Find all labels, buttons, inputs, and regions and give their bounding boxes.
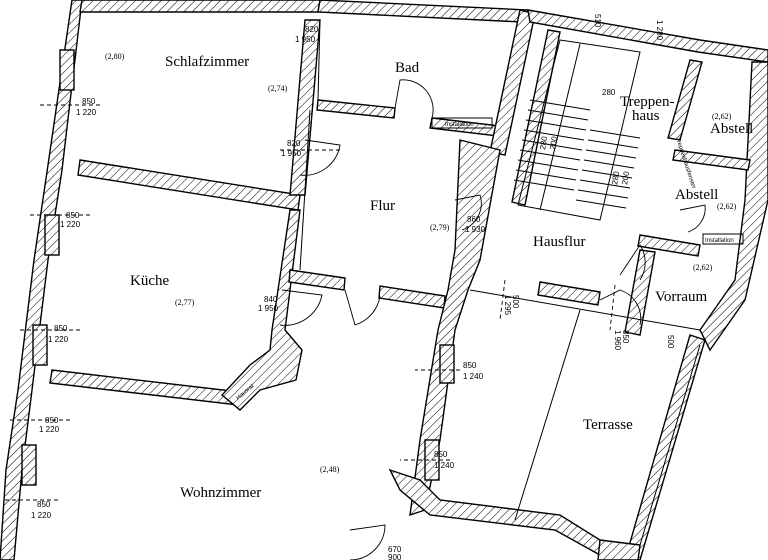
window-dim-h: 1 220	[76, 108, 97, 117]
wall-kueche-wohn	[49, 369, 241, 406]
dim-text: 500	[666, 335, 675, 349]
door-dim-w: 820	[305, 25, 319, 34]
room-label-vorraum: Vorraum	[655, 289, 708, 305]
window-dim-h: 1 240	[434, 461, 455, 470]
height-schlafzimmer-b: (2,74)	[268, 84, 288, 93]
room-label-abstell-1: Abstell	[710, 121, 753, 137]
door-dim-w: 860	[467, 215, 481, 224]
wall-bad-top	[317, 0, 530, 23]
room-label-treppenhaus-1: Treppen-	[620, 94, 674, 110]
window-dim-w: 850	[45, 416, 59, 425]
stair-num: 200	[620, 170, 631, 185]
height-abstell-2: (2,62)	[717, 202, 737, 211]
room-label-flur: Flur	[370, 198, 395, 214]
partitions	[299, 19, 701, 546]
door-dim-w: 840	[264, 295, 278, 304]
door-dim-h: 1 930	[465, 225, 486, 234]
wall-bottom-right	[597, 539, 641, 560]
height-abstell-1: (2,62)	[712, 112, 732, 121]
dim-text: 1 960	[613, 330, 622, 351]
window-dim-h: 1 220	[39, 425, 60, 434]
wall-abstell-1	[667, 59, 703, 141]
room-label-schlafzimmer: Schlafzimmer	[165, 54, 249, 70]
room-label-hausflur: Hausflur	[533, 234, 586, 250]
window-pillars	[21, 49, 455, 486]
window-dim-w: 850	[37, 500, 51, 509]
height-wohnzimmer: (2,48)	[320, 465, 340, 474]
wall-flur-bottom	[288, 269, 346, 291]
window-dimensions: 850 1 220 850 1 220 850 1 220 850 1 220 …	[31, 97, 484, 520]
wall-vorraum-left	[624, 249, 656, 336]
window-dim-h: 1 240	[463, 372, 484, 381]
wall-hausflur-bottom	[537, 281, 601, 306]
door-dim-w: 820	[287, 139, 301, 148]
room-label-kueche: Küche	[130, 273, 169, 289]
room-label-abstell-2: Abstell	[675, 187, 718, 203]
stair-num: 280	[610, 170, 621, 185]
wall-kueche-right	[220, 209, 303, 411]
dim-text: 280	[602, 88, 616, 97]
doors	[279, 79, 706, 560]
stair-num: 280	[538, 135, 549, 150]
wall-schlaf-kueche	[77, 159, 301, 211]
window-dim-h: 1 220	[31, 511, 52, 520]
dim-text: 510	[593, 14, 602, 28]
label-installation-abstell: Installation	[705, 238, 734, 244]
wall-bad-bottom	[316, 99, 396, 119]
door-dimensions: 820 1 950 820 1 950 840 1 950 860 1 930 …	[258, 25, 486, 560]
dim-text: 500	[511, 295, 520, 309]
door-dim-h: 900	[388, 553, 402, 560]
door-dim-w: 670	[388, 545, 402, 554]
window-dim-w: 850	[434, 450, 448, 459]
wall-schlaf-right	[289, 19, 321, 196]
wall-top-left	[79, 0, 321, 13]
dim-text: 1 295	[503, 295, 512, 316]
wall-right-exterior	[699, 61, 768, 352]
window-dim-w: 850	[82, 97, 96, 106]
height-kueche: (2,77)	[175, 298, 195, 307]
room-label-terrasse: Terrasse	[583, 417, 633, 433]
height-schlafzimmer-a: (2,80)	[105, 52, 125, 61]
stairs	[513, 39, 641, 221]
wall-terrasse-right	[624, 334, 706, 560]
wall-flur-bottom-2	[378, 285, 446, 309]
height-vorraum: (2,62)	[693, 263, 713, 272]
room-label-treppenhaus-2: haus	[632, 108, 660, 124]
wall-central-spine	[409, 139, 501, 517]
dim-text: 1 280	[655, 20, 664, 41]
door-dim-h: 1 950	[281, 149, 302, 158]
window-dim-w: 850	[66, 211, 80, 220]
window-dim-h: 1 220	[48, 335, 69, 344]
room-labels: Schlafzimmer Bad Flur Treppen- haus Abst…	[130, 54, 753, 501]
stair-num: 200	[548, 135, 559, 150]
door-dim-h: 1 950	[295, 35, 316, 44]
room-label-wohnzimmer: Wohnzimmer	[180, 485, 261, 501]
wall-top-right	[527, 9, 768, 63]
wall-abstell-2	[672, 149, 751, 171]
ceiling-heights: (2,80) (2,74) (2,79) (2,77) (2,62) (2,62…	[105, 52, 737, 474]
door-dim-h: 1 950	[258, 304, 279, 313]
small-dimensions: 500 1 295 850 1 960 510 1 280 280 500	[503, 14, 675, 351]
stair-numbers: 280 200 280 200	[538, 135, 631, 185]
dim-text: 850	[621, 330, 630, 344]
height-flur: (2,79)	[430, 223, 450, 232]
wall-bottom	[388, 468, 601, 557]
dashed-lines	[5, 104, 616, 501]
room-label-bad: Bad	[395, 60, 420, 76]
label-installation-bad: Installation	[445, 122, 474, 128]
window-dim-h: 1 220	[60, 220, 81, 229]
wall-abstell-3	[637, 234, 701, 257]
window-dim-w: 850	[54, 324, 68, 333]
window-dim-w: 850	[463, 361, 477, 370]
